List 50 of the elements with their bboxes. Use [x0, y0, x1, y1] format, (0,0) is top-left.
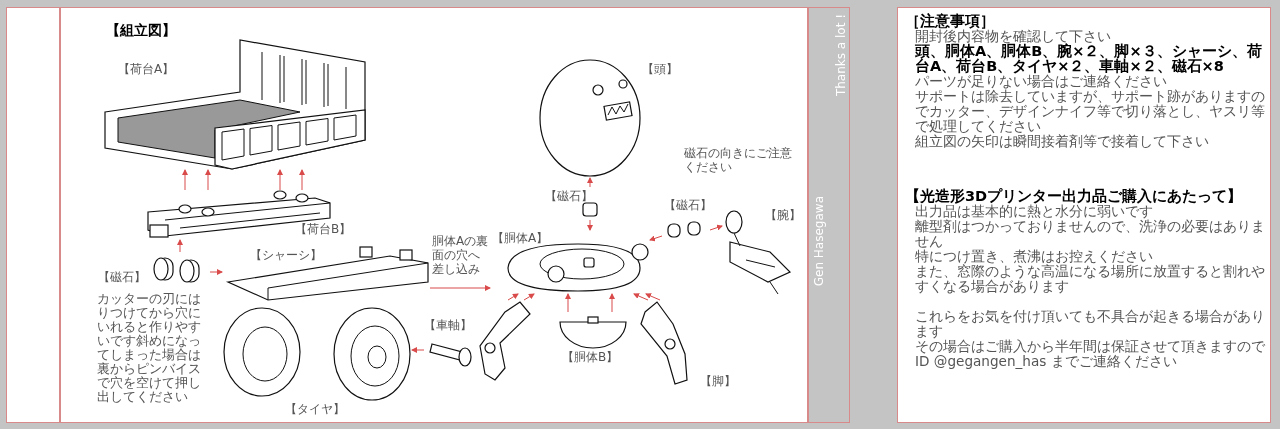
- assembly-arrow: [645, 293, 661, 301]
- part-label: 【胴体A】: [492, 231, 549, 245]
- part-label: 【磁石】: [545, 189, 593, 203]
- part-label: 【磁石】: [664, 198, 712, 212]
- part-label: 【車軸】: [424, 318, 472, 332]
- part-label: 【胴体B】: [562, 350, 619, 364]
- note-text: その場合はご購入から半年間は保証させて頂きますので ID @gegangen_has までご連絡ください: [914, 339, 1266, 369]
- assembly-arrow: [609, 293, 615, 313]
- assembly-arrow: [565, 293, 571, 313]
- assembly-arrow: [411, 347, 425, 353]
- note-text: 組立図の矢印は瞬間接着剤等で接着して下さい: [914, 134, 1210, 149]
- note-text: 出力品は基本的に熱と水分に弱いです: [914, 204, 1153, 219]
- part-label: 【頭】: [642, 62, 678, 76]
- part-label: 【シャーシ】: [250, 248, 322, 262]
- note-text: これらをお気を付け頂いても不具合が起きる場合があります: [914, 309, 1266, 339]
- note-text: サポートは除去していますが、サポート跡がありますのでカッター、デザインナイフ等で切り落とし、ヤスリ等で処理してください: [914, 89, 1266, 134]
- assembly-arrow: [507, 293, 519, 301]
- note-text: 特につけ置き、煮沸はお控えください: [914, 249, 1154, 264]
- thanks-text: Thanks a lot !: [834, 14, 848, 97]
- assembly-arrow: [523, 293, 535, 301]
- assembly-arrow: [277, 169, 283, 191]
- note-text: パーツが足りない場合はご連絡ください: [914, 74, 1167, 89]
- assembly-arrow: [709, 224, 723, 231]
- section-heading: 【光造形3Dプリンター出力品ご購入にあたって】: [905, 189, 1244, 204]
- assembly-note: カッターの刃にはりつけてから穴にいれると作りやすいです斜めになってしまった場合は裏からピンバイスで穴を空けて押し出してください: [97, 292, 202, 404]
- diagram-title: 【組立図】: [106, 22, 176, 40]
- caution-note: 磁石の向きにご注意ください: [684, 146, 793, 174]
- part-label: 【荷台A】: [118, 62, 175, 76]
- assembly-arrow: [177, 239, 183, 253]
- part-label: 【磁石】: [98, 270, 146, 284]
- parts-list: 頭、胴体A、胴体B、腕×２、脚×３、シャーシ、荷台A、荷台B、タイヤ×２、車軸×２、磁石×8: [905, 44, 1267, 74]
- assembly-arrow: [205, 169, 211, 191]
- note-text: 離型剤はつかっておりませんので、洗浄の必要はありません: [914, 219, 1266, 249]
- assembly-arrow: [633, 293, 649, 301]
- part-label: 【タイヤ】: [285, 402, 345, 416]
- assembly-arrow: [649, 235, 663, 242]
- assembly-arrow: [209, 269, 223, 275]
- assembly-note: 胴体Aの裏面の穴へ差し込み: [432, 234, 490, 276]
- assembly-arrow: [299, 169, 305, 191]
- part-label: 【腕】: [765, 208, 801, 222]
- part-label: 【脚】: [700, 374, 736, 388]
- part-label: 【荷台B】: [295, 222, 352, 236]
- author-name: Gen Hasegawa: [812, 196, 826, 287]
- note-text: 開封後内容物を確認して下さい: [915, 29, 1112, 44]
- section-heading: ［注意事項］: [905, 14, 995, 29]
- assembly-arrow: [587, 177, 593, 188]
- assembly-arrow: [182, 169, 188, 191]
- note-text: また、窓際のような高温になる場所に放置すると割れやすくなる場合があります: [914, 264, 1266, 294]
- assembly-arrow: [429, 285, 491, 291]
- assembly-arrow: [587, 219, 593, 231]
